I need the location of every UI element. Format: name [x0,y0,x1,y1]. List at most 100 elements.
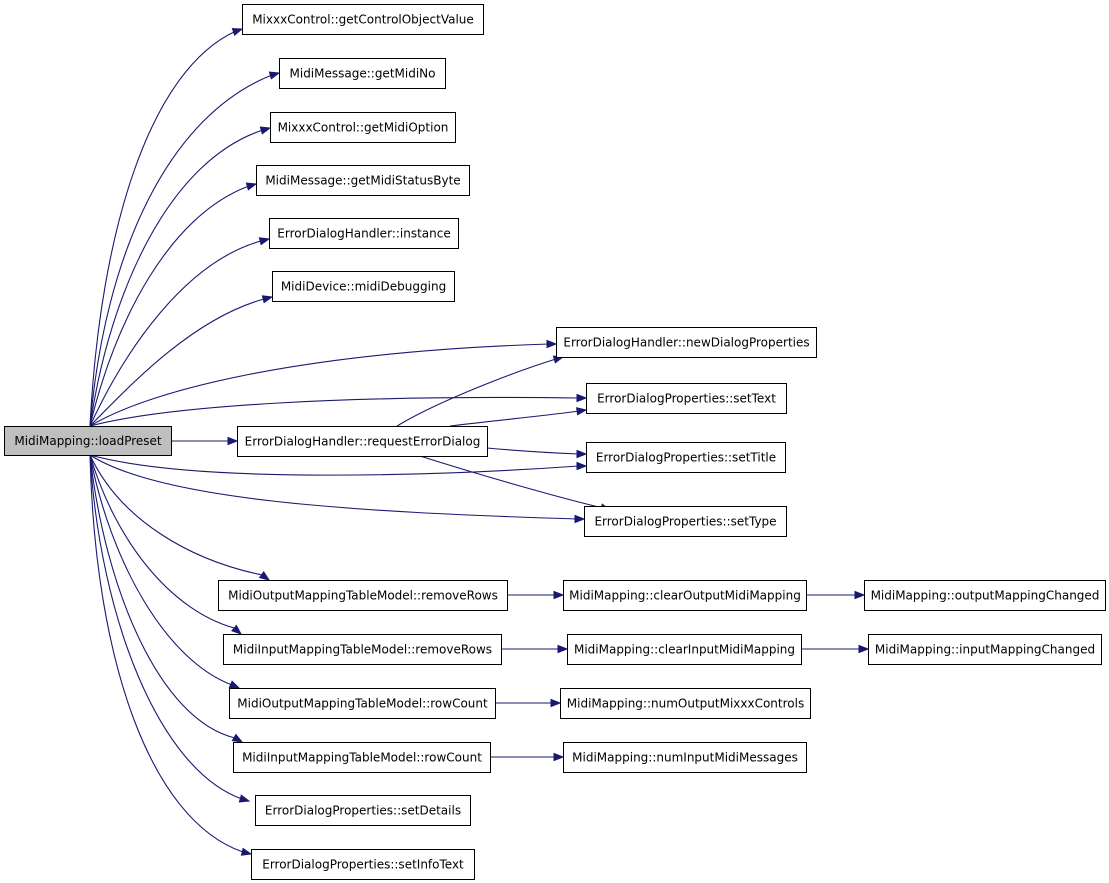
node-box [586,383,787,414]
node-label: MixxxControl::getMidiOption [278,121,449,135]
node-requestErrorDialog[interactable]: ErrorDialogHandler::requestErrorDialog [237,426,488,457]
node-setText[interactable]: ErrorDialogProperties::setText [586,383,787,414]
node-box [567,634,802,665]
edge-loadPreset-to-setText [89,396,580,427]
node-box [560,688,811,719]
node-label: ErrorDialogProperties::setText [597,392,776,406]
node-label: ErrorDialogHandler::instance [277,227,450,241]
node-box [229,688,496,719]
node-box [237,426,488,457]
node-box [563,580,807,611]
arrowhead [553,590,565,600]
node-label: ErrorDialogProperties::setType [594,515,776,529]
node-label: MidiOutputMappingTableModel::rowCount [237,697,488,711]
node-midiDebugging[interactable]: MidiDevice::midiDebugging [272,271,455,302]
node-label: MidiMapping::numInputMidiMessages [572,751,798,765]
node-box [255,795,471,826]
node-box [218,580,508,611]
node-label: MidiMapping::numOutputMixxxControls [567,697,804,711]
edge-loadPreset-to-instance [89,240,262,427]
node-box [864,580,1106,611]
arrowhead [258,571,271,581]
arrowhead [574,514,586,524]
node-box [584,506,787,537]
arrowhead [259,126,272,135]
node-inRowCount[interactable]: MidiInputMappingTableModel::rowCount [233,742,491,773]
node-inRemoveRows[interactable]: MidiInputMappingTableModel::removeRows [223,634,502,665]
arrowhead [238,794,251,803]
node-clearInputMidiMapping[interactable]: MidiMapping::clearInputMidiMapping [567,634,802,665]
node-label: ErrorDialogProperties::setInfoText [262,858,464,872]
edge-loadPreset-to-outRowCount [89,454,233,686]
node-label: ErrorDialogHandler::newDialogProperties [563,336,809,350]
node-setInfoText[interactable]: ErrorDialogProperties::setInfoText [251,849,475,880]
edge-loadPreset-to-getControlObjectValue [89,30,237,427]
node-label: MidiInputMappingTableModel::rowCount [242,751,482,765]
arrowhead [231,27,244,37]
node-outRemoveRows[interactable]: MidiOutputMappingTableModel::removeRows [218,580,508,611]
edge-loadPreset-to-newDialogProperties [89,343,550,427]
node-getControlObjectValue[interactable]: MixxxControl::getControlObjectValue [242,4,484,35]
node-setDetails[interactable]: ErrorDialogProperties::setDetails [255,795,471,826]
arrowhead [557,644,569,654]
node-label: ErrorDialogProperties::setTitle [596,451,776,465]
node-label: MidiMapping::clearInputMidiMapping [574,643,795,657]
arrowhead [258,237,271,246]
arrowhead [576,449,588,459]
node-getMidiNo[interactable]: MidiMessage::getMidiNo [279,58,446,89]
arrowhead [268,71,281,80]
node-label: MixxxControl::getControlObjectValue [252,13,474,27]
node-label: MidiMapping::clearOutputMidiMapping [569,589,801,603]
node-numOutputMixxxControls[interactable]: MidiMapping::numOutputMixxxControls [560,688,811,719]
arrowhead [240,847,253,856]
node-box [233,742,491,773]
edge-loadPreset-to-getMidiOption [89,129,264,427]
node-outRowCount[interactable]: MidiOutputMappingTableModel::rowCount [229,688,496,719]
node-label: MidiMessage::getMidiNo [290,67,436,81]
edge-requestErrorDialog-to-setType [419,455,604,509]
edge-loadPreset-to-inRemoveRows [89,454,235,629]
node-label: MidiDevice::midiDebugging [281,280,446,294]
node-loadPreset[interactable]: MidiMapping::loadPreset [4,426,172,456]
node-box [269,218,459,249]
arrowhead [546,339,558,349]
node-label: ErrorDialogProperties::setDetails [265,804,461,818]
node-newDialogProperties[interactable]: ErrorDialogHandler::newDialogProperties [556,327,817,358]
node-box [868,634,1102,665]
node-setTitle[interactable]: ErrorDialogProperties::setTitle [586,442,786,473]
node-label: ErrorDialogHandler::requestErrorDialog [245,435,481,449]
node-box [256,165,470,196]
node-box [563,742,807,773]
node-box [586,442,786,473]
arrowhead [576,461,588,471]
node-label: MidiMapping::outputMappingChanged [871,589,1100,603]
node-setType[interactable]: ErrorDialogProperties::setType [584,506,787,537]
edge-loadPreset-to-inRowCount [89,454,236,739]
arrowhead [227,436,239,446]
arrowhead [553,752,565,762]
node-box [270,112,456,143]
node-instance[interactable]: ErrorDialogHandler::instance [269,218,459,249]
arrowhead [854,590,866,600]
node-getMidiOption[interactable]: MixxxControl::getMidiOption [270,112,456,143]
node-numInputMidiMessages[interactable]: MidiMapping::numInputMidiMessages [563,742,807,773]
edge-requestErrorDialog-to-setText [449,410,580,427]
node-label: MidiMessage::getMidiStatusByte [265,174,460,188]
node-clearOutputMidiMapping[interactable]: MidiMapping::clearOutputMidiMapping [563,580,807,611]
edge-requestErrorDialog-to-newDialogProperties [396,358,557,427]
edge-loadPreset-to-midiDebugging [89,298,265,427]
edge-requestErrorDialog-to-setTitle [486,447,580,455]
node-box [4,426,172,456]
arrowhead [575,407,588,416]
node-label: MidiOutputMappingTableModel::removeRows [228,589,498,603]
node-box [556,327,817,358]
node-layer: MidiMapping::loadPreset MixxxControl::get… [4,4,1106,880]
edge-loadPreset-to-setTitle [89,454,580,476]
edge-layer [89,27,870,856]
node-outputMappingChanged[interactable]: MidiMapping::outputMappingChanged [864,580,1106,611]
edge-loadPreset-to-setType [89,454,578,520]
node-inputMappingChanged[interactable]: MidiMapping::inputMappingChanged [868,634,1102,665]
arrowhead [228,680,241,689]
node-getMidiStatusByte[interactable]: MidiMessage::getMidiStatusByte [256,165,470,196]
